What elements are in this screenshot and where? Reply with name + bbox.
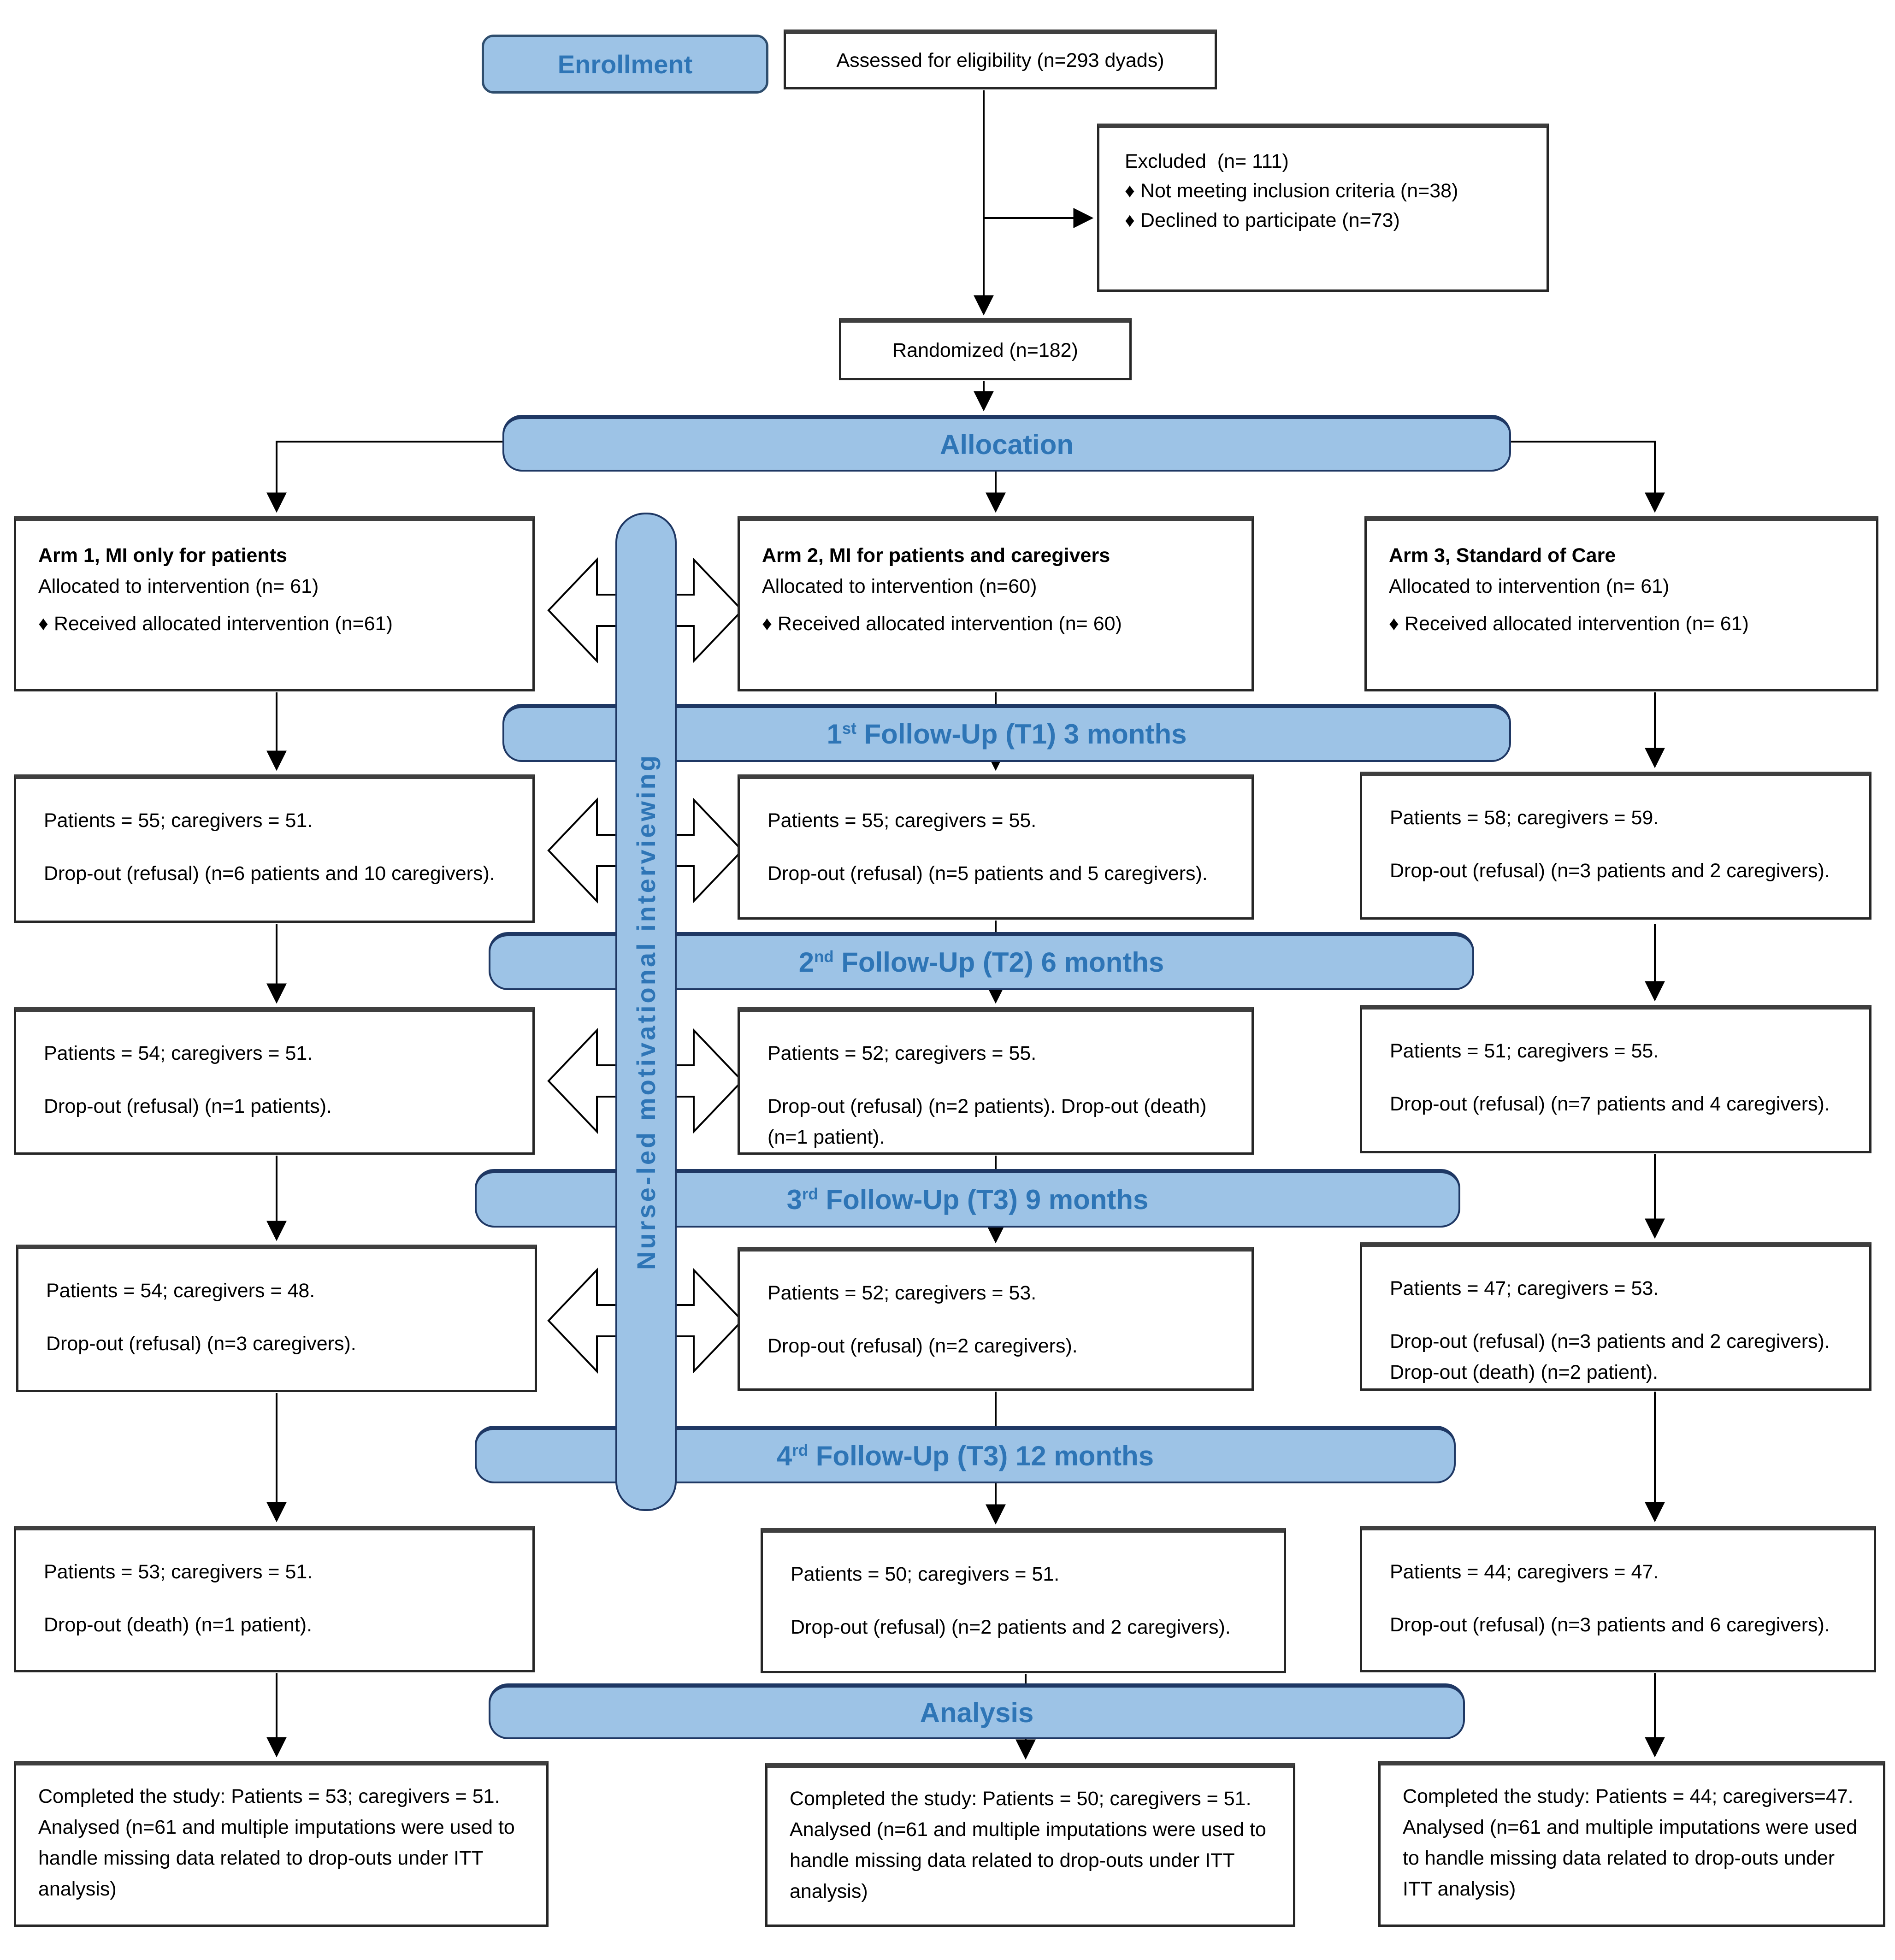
followup3-num: 3 [786,1184,802,1215]
analysis-arm1-text: Completed the study: Patients = 53; care… [38,1785,515,1900]
t3-arm1-box: Patients = 54; caregivers = 48. Drop-out… [16,1245,537,1392]
excluded-bullet: ♦ Declined to participate (n=73) [1125,209,1400,231]
t2-arm1-dropout: Drop-out (refusal) (n=1 patients). [44,1095,332,1117]
followup1-rest: Follow-Up (T1) 3 months [856,719,1187,750]
followup4-num: 4 [776,1440,792,1471]
followup4-rest: Follow-Up (T3) 12 months [808,1440,1154,1471]
followup3-rest: Follow-Up (T3) 9 months [818,1184,1149,1215]
t3-arm1-dropout: Drop-out (refusal) (n=3 caregivers). [46,1333,356,1355]
t4-arm2-dropout: Drop-out (refusal) (n=2 patients and 2 c… [791,1616,1231,1638]
t2-arm3-counts: Patients = 51; caregivers = 55. [1390,1040,1659,1062]
assessed-text: Assessed for eligibility (n=293 dyads) [836,49,1164,71]
t3-arm3-dropout: Drop-out (refusal) (n=3 patients and 2 c… [1390,1330,1830,1383]
t2-arm2-box: Patients = 52; caregivers = 55. Drop-out… [738,1007,1254,1155]
nurse-mi-vertical-bar: Nurse-led motivational interviewing [615,513,677,1511]
arm1-allocated: Allocated to intervention (n= 61) [38,575,319,597]
arm3-allocated: Allocated to intervention (n= 61) [1389,575,1670,597]
t1-arm2-dropout: Drop-out (refusal) (n=5 patients and 5 c… [767,862,1208,885]
arm1-allocation-box: Arm 1, MI only for patients Allocated to… [14,516,535,691]
followup1-ordinal: st [842,720,856,738]
t1-arm2-counts: Patients = 55; caregivers = 55. [767,809,1037,832]
arm1-title: Arm 1, MI only for patients [38,544,287,567]
t3-arm3-counts: Patients = 47; caregivers = 53. [1390,1277,1659,1299]
t1-arm1-counts: Patients = 55; caregivers = 51. [44,809,313,832]
t2-arm1-box: Patients = 54; caregivers = 51. Drop-out… [14,1007,535,1155]
followup3-label: 3rd Follow-Up (T3) 9 months [787,1184,1149,1216]
t2-arm2-counts: Patients = 52; caregivers = 55. [767,1042,1037,1064]
t4-arm3-counts: Patients = 44; caregivers = 47. [1390,1561,1659,1583]
arm2-received: ♦ Received allocated intervention (n= 60… [762,613,1122,635]
arm2-allocation-box: Arm 2, MI for patients and caregivers Al… [738,516,1254,691]
analysis-arm2-text: Completed the study: Patients = 50; care… [790,1788,1266,1902]
t1-arm3-dropout: Drop-out (refusal) (n=3 patients and 2 c… [1390,860,1830,882]
t1-arm3-box: Patients = 58; caregivers = 59. Drop-out… [1360,772,1871,920]
followup2-rest: Follow-Up (T2) 6 months [833,947,1164,978]
t2-arm3-box: Patients = 51; caregivers = 55. Drop-out… [1360,1005,1871,1153]
nurse-mi-label: Nurse-led motivational interviewing [632,753,661,1270]
t3-arm1-counts: Patients = 54; caregivers = 48. [46,1280,315,1302]
allocation-label: Allocation [939,429,1074,460]
t3-arm2-dropout: Drop-out (refusal) (n=2 caregivers). [767,1335,1078,1357]
arrow-allocation-to-arm1 [266,441,502,513]
t4-arm2-counts: Patients = 50; caregivers = 51. [791,1563,1060,1585]
arm1-received: ♦ Received allocated intervention (n=61) [38,613,393,635]
t4-arm1-counts: Patients = 53; caregivers = 51. [44,1561,313,1583]
t2-arm2-dropout: Drop-out (refusal) (n=2 patients). Drop-… [767,1095,1207,1148]
assessed-box: Assessed for eligibility (n=293 dyads) [784,30,1217,89]
t3-arm2-box: Patients = 52; caregivers = 53. Drop-out… [738,1247,1254,1391]
excluded-title: Excluded (n= 111) [1125,150,1289,172]
excluded-bullet: ♦ Not meeting inclusion criteria (n=38) [1125,180,1458,202]
arrow-allocation-to-arm3 [1506,441,1665,513]
followup1-num: 1 [826,719,842,750]
t1-arm3-counts: Patients = 58; caregivers = 59. [1390,807,1659,829]
t4-arm3-dropout: Drop-out (refusal) (n=3 patients and 6 c… [1390,1614,1830,1636]
enrollment-stage-label: Enrollment [482,35,768,94]
followup3-ordinal: rd [802,1185,818,1203]
followup2-num: 2 [798,947,815,978]
analysis-stage-bar: Analysis [489,1683,1465,1739]
allocation-stage-bar: Allocation [502,415,1511,472]
t1-arm2-box: Patients = 55; caregivers = 55. Drop-out… [738,774,1254,920]
followup1-label: 1st Follow-Up (T1) 3 months [827,718,1187,750]
t1-arm1-box: Patients = 55; caregivers = 51. Drop-out… [14,774,535,923]
enrollment-text: Enrollment [557,49,693,79]
excluded-box: Excluded (n= 111) ♦ Not meeting inclusio… [1097,124,1549,292]
analysis-arm2-box: Completed the study: Patients = 50; care… [765,1763,1295,1927]
followup2-label: 2nd Follow-Up (T2) 6 months [799,946,1164,978]
t2-arm1-counts: Patients = 54; caregivers = 51. [44,1042,313,1064]
arm3-allocation-box: Arm 3, Standard of Care Allocated to int… [1364,516,1878,691]
followup4-ordinal: rd [792,1441,809,1459]
t3-arm3-box: Patients = 47; caregivers = 53. Drop-out… [1360,1242,1871,1391]
followup4-label: 4rd Follow-Up (T3) 12 months [777,1440,1154,1472]
analysis-label: Analysis [920,1697,1034,1728]
t2-arm3-dropout: Drop-out (refusal) (n=7 patients and 4 c… [1390,1093,1830,1115]
t4-arm2-box: Patients = 50; caregivers = 51. Drop-out… [761,1528,1286,1673]
t3-arm2-counts: Patients = 52; caregivers = 53. [767,1282,1037,1304]
t4-arm1-dropout: Drop-out (death) (n=1 patient). [44,1614,313,1636]
randomized-text: Randomized (n=182) [892,339,1078,361]
arm2-title: Arm 2, MI for patients and caregivers [762,544,1110,567]
arm2-allocated: Allocated to intervention (n=60) [762,575,1037,597]
t4-arm1-box: Patients = 53; caregivers = 51. Drop-out… [14,1526,535,1672]
arm3-title: Arm 3, Standard of Care [1389,544,1616,567]
randomized-box: Randomized (n=182) [839,318,1132,380]
followup2-ordinal: nd [814,948,834,966]
arm3-received: ♦ Received allocated intervention (n= 61… [1389,613,1749,635]
t1-arm1-dropout: Drop-out (refusal) (n=6 patients and 10 … [44,862,495,885]
analysis-arm3-box: Completed the study: Patients = 44; care… [1378,1761,1885,1927]
analysis-arm1-box: Completed the study: Patients = 53; care… [14,1761,549,1927]
t4-arm3-box: Patients = 44; caregivers = 47. Drop-out… [1360,1526,1876,1672]
analysis-arm3-text: Completed the study: Patients = 44; care… [1403,1785,1857,1900]
